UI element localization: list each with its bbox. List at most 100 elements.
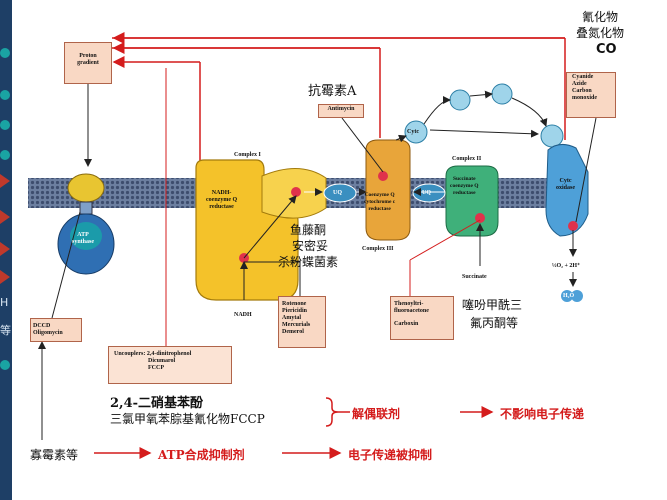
cytc-carrier [491,83,513,105]
cyanide-box: Cyanide Azide Carbon monoxide [566,72,616,118]
label-line: Succinate [452,176,476,182]
box-line: Demerol [282,329,304,335]
box-line: DCCD [33,323,51,329]
box-line: Mercurials [282,322,311,328]
antimycin-box: Antimycin [318,104,364,118]
inhibition-site-dot [378,171,388,181]
no-effect-label: 不影响电子传递 [500,407,585,421]
cytc-arrow [429,129,539,138]
side-arrow-icon [0,242,10,256]
fccp-label: 三氯甲氧苯腙基氰化物FCCP [110,412,265,426]
label-line: Coenzyme Q [364,192,395,198]
label-line: 氟丙酮等 [470,316,519,330]
box-line: FCCP [148,365,164,371]
cytc-carrier [404,120,428,144]
uncoupler-label: 解偶联剂 [352,407,401,421]
label-line: ATP [77,232,89,238]
label-line: 噻吩甲酰三 [462,298,523,312]
top-right-azide: 叠氮化物 [576,26,625,40]
rotenone-box: Rotenone Piericidin Amytal Mercurials De… [278,296,326,348]
proton-gradient-box: Proton gradient [64,42,112,84]
antimycin-cn-label: 抗霉素A [308,84,357,99]
dccd-box: DCCD Oligomycin [30,318,82,342]
label-line: reductase [453,190,476,196]
box-line: gradient [77,60,99,66]
cytc-label: Cytc [407,129,419,135]
uq-label-2: UQ [422,190,431,196]
succinate-reductase-label: Succinate coenzyme Q reductase [450,176,479,197]
side-dot-icon [0,48,10,58]
side-dot-icon [0,120,10,130]
box-line: Thenoyltri- [394,301,424,307]
cytc-carrier [449,89,471,111]
label-line: coenzyme Q [206,197,238,203]
nadh-label: NADH [234,312,252,318]
water-label: H₂O [563,293,575,299]
complex-ii [445,165,499,237]
label-line: synthase [72,239,95,245]
complex-iii [365,139,411,241]
uq-carrier-1 [323,183,357,203]
box-line: Rotenone [282,301,307,307]
complex-i-label: Complex I [234,152,261,158]
complex-ii-label: Complex II [452,156,482,162]
label-line: reductase [209,204,234,210]
box-line: Proton [79,53,97,59]
top-right-cyanide: 氰化物 [582,10,619,24]
cytc-oxidase-label: Cytc oxidase [556,178,575,192]
label-line: 鱼藤酮 [290,223,327,237]
box-line: Uncouplers: 2,4-dinitrophenol [114,351,192,357]
label-line: Cytc [559,178,572,184]
cytc-arrow [423,96,451,125]
label-line: NADH- [211,190,232,196]
inhibition-site-dot [291,187,301,197]
side-dot-icon [0,150,10,160]
label-line: oxidase [556,185,576,191]
cytc-carrier [540,124,564,148]
label-line: cytochrome c [364,199,396,205]
side-arrow-icon [0,174,10,188]
cytc-arrow [511,97,548,127]
cytc-arrow [395,134,407,143]
water-molecule-icon [561,290,573,302]
thenoyl-line [409,219,481,261]
rotenone-cn-label: 鱼藤酮 安密妥 杀粉蝶菌素 [278,222,338,270]
side-arrow-icon [0,270,10,284]
atp-synthase-label: ATP synthase [72,232,94,246]
water-molecule-icon [571,290,583,302]
coenzyme-q-cytc-label: Coenzyme Q cytochrome c reductase [364,192,395,213]
box-line: Oligomycin [33,330,63,336]
box-line: Carbon [572,88,592,94]
atp-synthase-stalk [79,201,93,215]
label-line: 杀粉蝶菌素 [278,255,339,269]
inhibition-site-dot [475,213,485,223]
box-line: Piericidin [282,308,307,314]
uq-label-1: UQ [333,190,342,196]
label-line: 安密妥 [292,239,329,253]
dnp-label: 2,4-二硝基苯酚 [110,396,204,411]
box-line: Carboxin [394,321,419,327]
label-line: reductase [368,206,391,212]
box-line: monoxide [572,95,598,101]
dccd-line [51,211,81,319]
oligomycin-cn-label: 寡霉素等 [30,448,79,462]
electron-arrow [243,195,297,259]
succinate-label: Succinate [462,274,487,280]
box-line: Antimycin [327,106,355,112]
top-right-co: CO [596,42,617,57]
thenoyl-box: Thenoyltri- fluoroacetone Carboxin [390,296,454,340]
side-glyph: 等 [0,324,11,337]
cyanide-line [575,117,597,223]
inhibition-site-dot [568,221,578,231]
box-line: Dicumarol [148,358,176,364]
box-line: Azide [572,81,587,87]
atp-inhibitor-label: ATP合成抑制剂 [158,448,245,462]
oxygen-label: ½O₂ + 2H⁺ [552,263,581,269]
box-line: Cyanide [572,74,594,80]
etc-inhibited-label: 电子传递被抑制 [348,448,433,462]
box-line: Amytal [282,315,301,321]
side-arrow-icon [0,210,10,224]
complex-iii-label: Complex III [362,246,394,252]
side-dot-icon [0,360,10,370]
